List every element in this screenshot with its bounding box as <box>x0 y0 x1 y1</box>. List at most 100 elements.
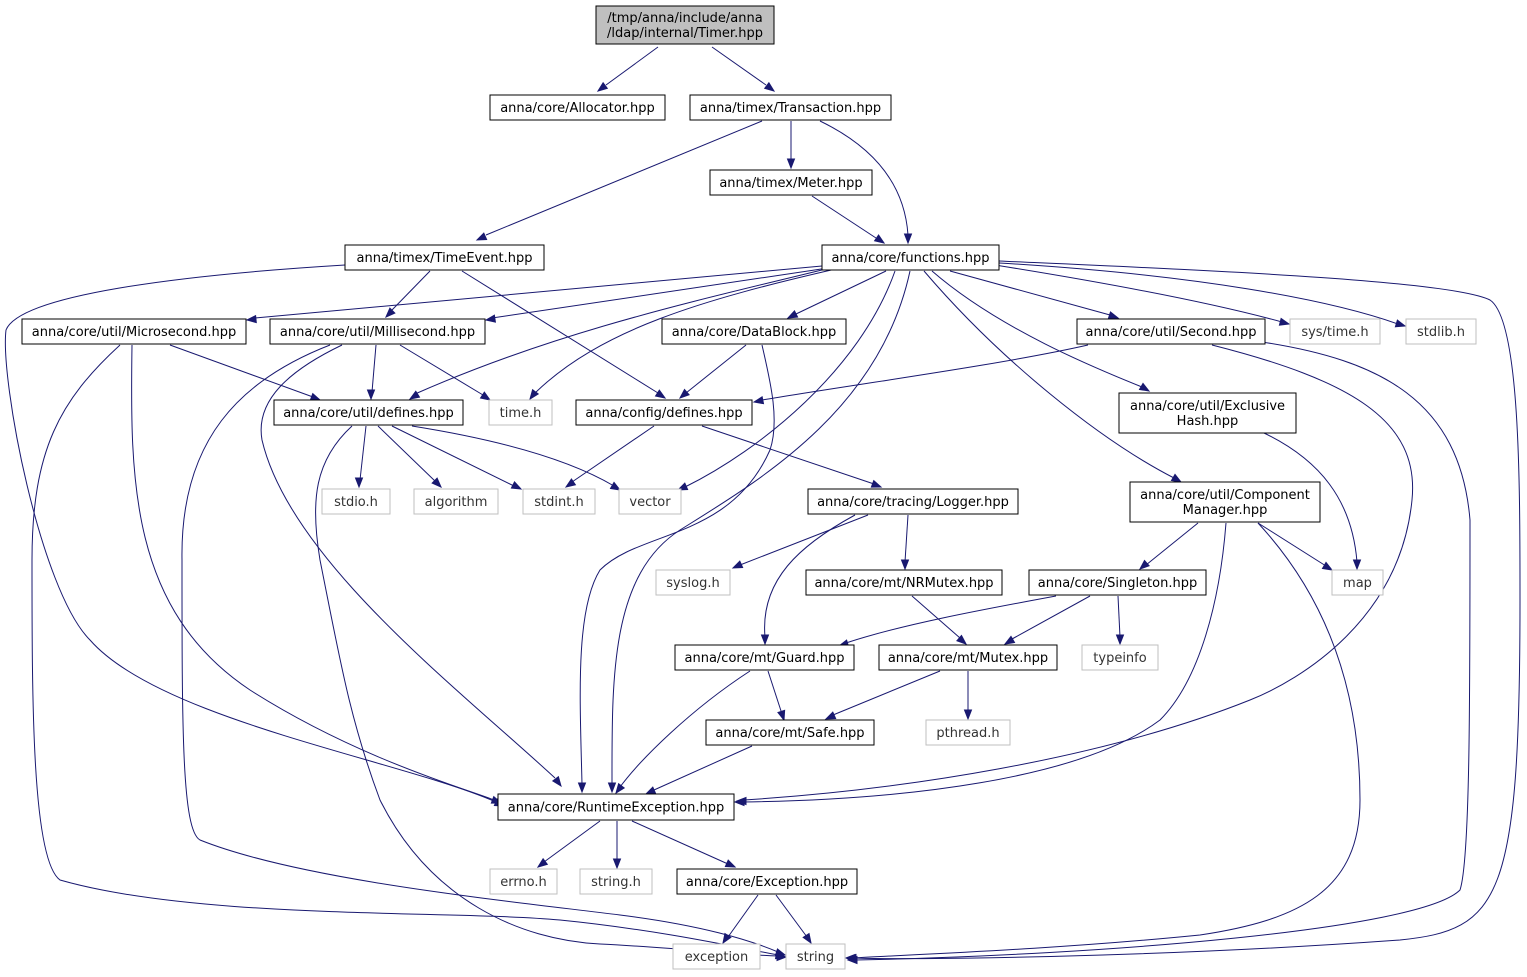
edge-arrowhead <box>824 711 837 720</box>
edge-arrowhead <box>786 158 796 170</box>
edge-line <box>260 344 556 779</box>
node-utildefines[interactable]: anna/core/util/defines.hpp <box>273 399 464 426</box>
graph-edges <box>4 46 1521 965</box>
node-stdint: stdint.h <box>522 488 596 515</box>
edge-singleton-to-mutex <box>1003 595 1091 645</box>
edge-runtime-to-errno <box>536 820 601 868</box>
edge-arrowhead <box>1321 561 1334 571</box>
edge-timeevent-to-millisecond <box>385 270 431 318</box>
edge-utildefines-to-stdio <box>354 425 367 489</box>
node-label: Manager.hpp <box>1183 503 1268 518</box>
edge-line <box>169 344 314 398</box>
node-second[interactable]: anna/core/util/Second.hpp <box>1076 318 1266 345</box>
edge-arrowhead <box>956 634 968 645</box>
edge-line <box>1257 522 1327 567</box>
node-label: anna/core/RuntimeException.hpp <box>508 801 724 816</box>
edge-utildefines-to-string <box>315 425 788 962</box>
node-allocator[interactable]: anna/core/Allocator.hpp <box>489 94 666 121</box>
node-label: stdio.h <box>334 495 378 510</box>
edge-functions-to-microsecond <box>245 265 823 324</box>
edge-line <box>701 425 875 485</box>
edge-arrowhead <box>644 786 657 795</box>
edge-arrowhead <box>475 232 488 241</box>
node-label: pthread.h <box>936 726 999 741</box>
node-nrmutex[interactable]: anna/core/mt/NRMutex.hpp <box>805 569 1003 596</box>
edge-line <box>131 344 495 801</box>
edge-arrowhead <box>873 234 886 244</box>
node-timeh: time.h <box>488 399 553 426</box>
edge-configdefines-to-logger <box>701 425 883 488</box>
edge-meter-to-functions <box>811 195 886 244</box>
edge-arrowhead <box>309 392 322 401</box>
node-label: anna/core/util/Microsecond.hpp <box>32 325 237 340</box>
edge-arrowhead <box>1394 319 1407 328</box>
node-label: string.h <box>591 875 641 890</box>
edge-microsecond-to-utildefines <box>169 344 322 401</box>
node-singleton[interactable]: anna/core/Singleton.hpp <box>1028 569 1207 596</box>
node-transaction[interactable]: anna/timex/Transaction.hpp <box>689 94 892 121</box>
node-millisecond[interactable]: anna/core/util/Millisecond.hpp <box>269 318 486 345</box>
node-box <box>489 868 558 895</box>
node-microsecond[interactable]: anna/core/util/Microsecond.hpp <box>21 318 247 345</box>
node-box <box>344 244 545 271</box>
edge-arrowhead <box>385 307 396 318</box>
edge-arrowhead <box>479 391 492 401</box>
edge-exception_hpp-to-string <box>775 894 812 945</box>
edge-line <box>391 425 515 487</box>
node-timeevent[interactable]: anna/timex/TimeEvent.hpp <box>344 244 545 271</box>
node-label: anna/core/tracing/Logger.hpp <box>817 495 1009 510</box>
edge-transaction-to-functions <box>819 120 913 245</box>
edge-line <box>994 264 1283 323</box>
node-runtime[interactable]: anna/core/RuntimeException.hpp <box>497 793 735 821</box>
node-configdefines[interactable]: anna/config/defines.hpp <box>575 399 753 426</box>
node-mutex[interactable]: anna/core/mt/Mutex.hpp <box>878 644 1058 671</box>
node-box <box>1028 569 1207 596</box>
edge-mutex-to-safe <box>824 670 941 720</box>
edge-line <box>998 262 1399 325</box>
edge-functions-to-stdlib <box>998 262 1407 328</box>
edge-arrowhead <box>678 388 690 399</box>
node-box <box>925 719 1011 746</box>
edge-arrowhead <box>844 953 856 963</box>
edge-line <box>391 270 431 311</box>
node-map: map <box>1331 569 1384 596</box>
edge-line <box>571 425 655 483</box>
node-exception_hpp[interactable]: anna/core/Exception.hpp <box>676 868 858 895</box>
node-functions[interactable]: anna/core/functions.hpp <box>821 244 1000 271</box>
node-stringh: string.h <box>579 868 653 895</box>
node-safe[interactable]: anna/core/mt/Safe.hpp <box>705 719 875 746</box>
edge-arrowhead <box>1170 473 1183 483</box>
edge-line <box>811 195 877 239</box>
edge-datablock-to-configdefines <box>678 344 747 399</box>
node-box <box>1289 318 1381 345</box>
node-box <box>672 943 761 970</box>
edge-line <box>543 820 601 863</box>
edge-line <box>377 425 437 483</box>
edge-arrowhead <box>615 782 626 795</box>
edge-arrowhead <box>245 314 257 324</box>
node-logger[interactable]: anna/core/tracing/Logger.hpp <box>807 488 1019 515</box>
edge-line <box>534 267 841 394</box>
edge-component-to-singleton <box>1138 522 1199 570</box>
edge-component-to-runtime <box>733 522 1227 807</box>
node-typeinfo: typeinfo <box>1081 644 1159 671</box>
edge-arrowhead <box>903 233 913 245</box>
node-meter[interactable]: anna/timex/Meter.hpp <box>709 169 873 196</box>
node-datablock[interactable]: anna/core/DataBlock.hpp <box>661 318 847 345</box>
edge-arrowhead <box>1138 382 1151 392</box>
node-root[interactable]: /tmp/anna/include/anna/ldap/internal/Tim… <box>595 5 775 45</box>
node-label: anna/core/util/Exclusive <box>1130 399 1285 414</box>
node-guard[interactable]: anna/core/mt/Guard.hpp <box>674 644 855 671</box>
edge-functions-to-exclusivehash <box>931 270 1151 392</box>
edge-line <box>1263 432 1358 563</box>
edge-functions-to-systime <box>994 264 1291 326</box>
edge-line <box>761 344 1089 401</box>
node-label: syslog.h <box>666 576 719 591</box>
node-syslog: syslog.h <box>655 569 731 596</box>
edge-line <box>4 264 497 803</box>
edge-nrmutex-to-mutex <box>911 595 968 645</box>
node-label: anna/core/Singleton.hpp <box>1038 576 1197 591</box>
edge-functions-to-millisecond <box>484 267 829 323</box>
